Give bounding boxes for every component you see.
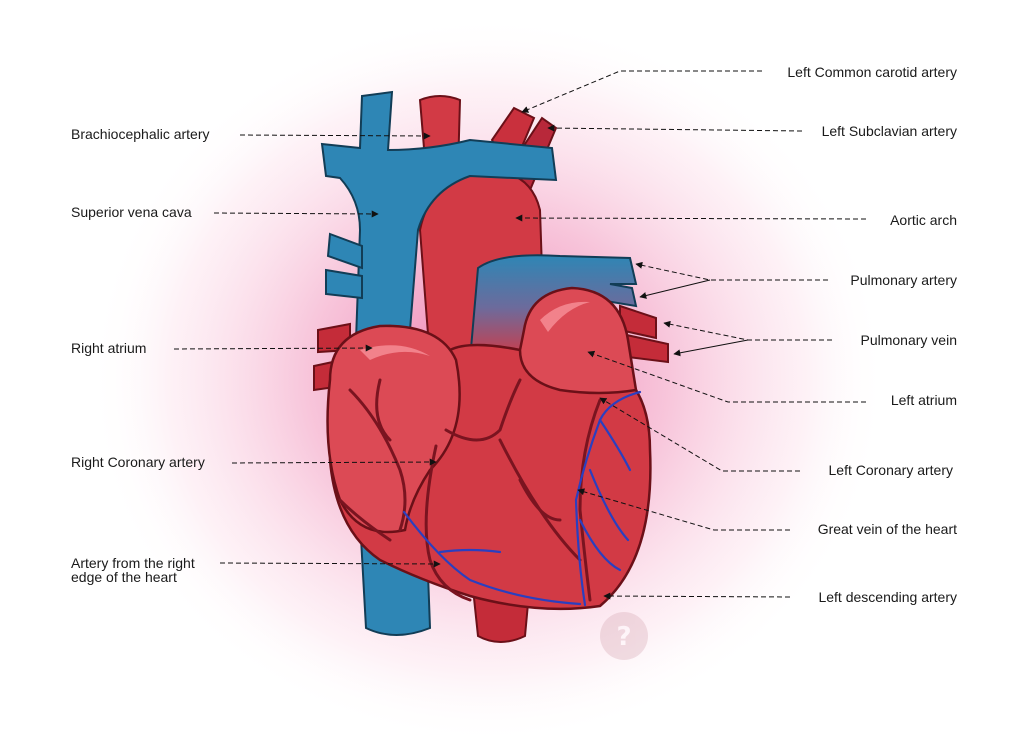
label-artery-right-edge-line2: edge of the heart — [71, 569, 177, 585]
label-pulmonary-vein: Pulmonary vein — [860, 332, 958, 348]
vein-stub-2 — [325, 268, 363, 300]
leader-subclavian — [547, 124, 803, 132]
cardiac-veins — [402, 390, 642, 607]
label-left-atrium: Left atrium — [890, 392, 957, 408]
coronary-arteries — [338, 378, 602, 602]
label-left-descending-artery: Left descending artery — [818, 589, 957, 605]
label-right-coronary-artery: Right Coronary artery — [71, 454, 205, 470]
label-left-common-carotid-artery: Left Common carotid artery — [787, 64, 957, 80]
leader-left-coronary — [599, 397, 800, 472]
leader-svc — [213, 210, 379, 218]
left-atrium-highlight — [540, 301, 590, 332]
label-right-atrium: Right atrium — [71, 340, 147, 356]
label-pulmonary-artery: Pulmonary artery — [850, 272, 957, 288]
leader-left-atrium — [587, 350, 866, 403]
svg-text:?: ? — [616, 622, 631, 652]
label-brachiocephalic-artery: Brachiocephalic artery — [71, 126, 210, 142]
label-superior-vena-cava: Superior vena cava — [71, 204, 192, 220]
label-artery-right-edge-line1: Artery from the right — [71, 555, 195, 571]
superior-vena-cava-vessel — [320, 90, 558, 342]
leader-right-atrium — [173, 344, 373, 352]
leader-carotid — [521, 70, 762, 113]
vein-stub-1 — [326, 232, 363, 270]
leader-lines — [173, 70, 867, 600]
leader-pulmonary-vein-b — [673, 339, 749, 357]
label-aortic-arch: Aortic arch — [890, 212, 957, 228]
label-left-subclavian-artery: Left Subclavian artery — [821, 123, 957, 139]
leader-aortic-arch — [515, 214, 867, 222]
question-bubble-icon: ? — [600, 612, 648, 660]
leader-artery-right-edge — [219, 560, 441, 568]
right-atrium-highlight — [360, 345, 430, 360]
leader-right-coronary — [231, 458, 437, 466]
leader-great-vein — [577, 488, 790, 531]
leader-left-descending — [603, 592, 791, 600]
label-great-vein: Great vein of the heart — [817, 521, 957, 537]
leader-pulmonary-artery-a — [635, 261, 828, 281]
label-left-coronary-artery: Left Coronary artery — [828, 462, 954, 478]
leader-pulmonary-artery-b — [639, 279, 711, 299]
